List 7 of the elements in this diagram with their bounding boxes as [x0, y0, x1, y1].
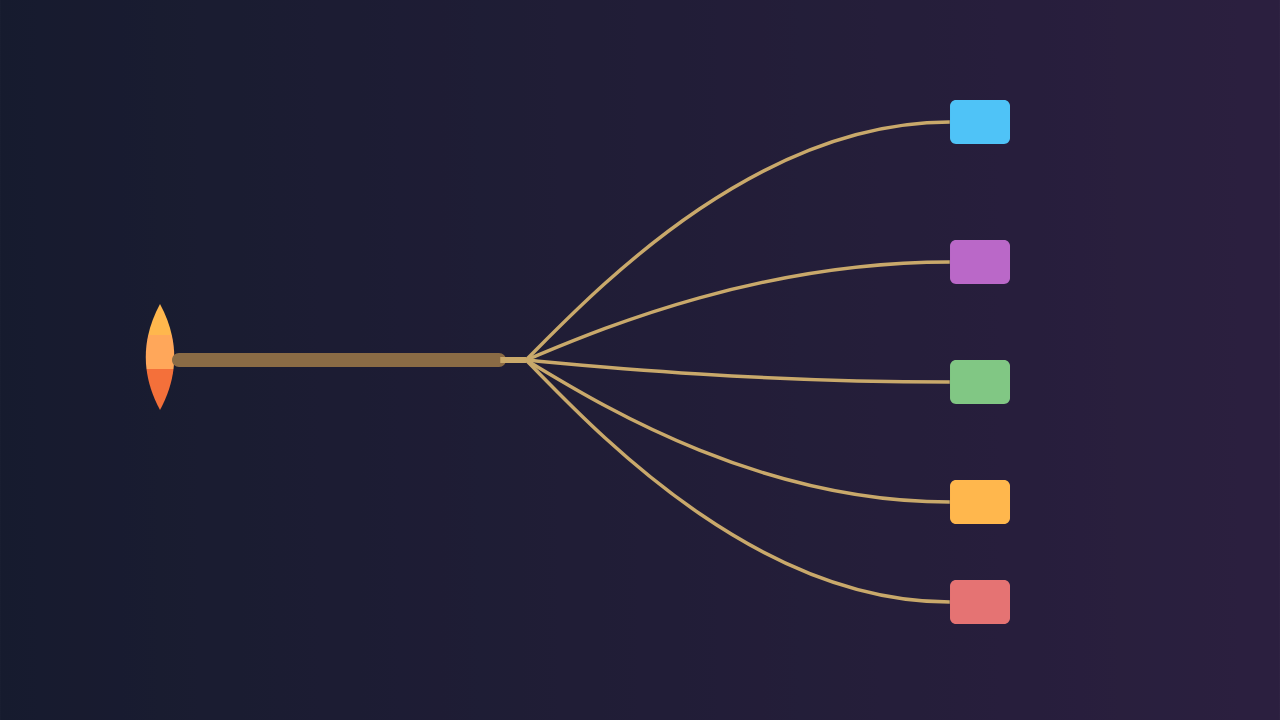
fuse-bar	[172, 353, 506, 367]
rounded-box	[950, 580, 1010, 624]
rounded-box	[950, 100, 1010, 144]
rounded-box	[950, 360, 1010, 404]
rounded-box	[950, 480, 1010, 524]
rounded-box	[950, 240, 1010, 284]
flame-icon	[145, 304, 175, 410]
